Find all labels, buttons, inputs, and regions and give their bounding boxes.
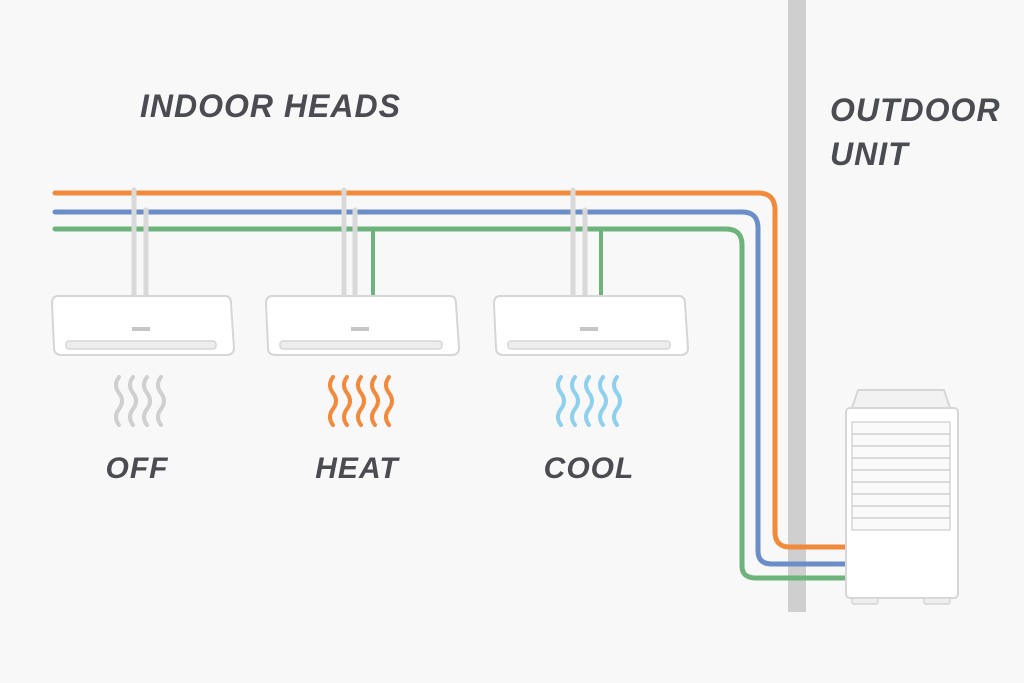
- mode-label-cool: COOL: [543, 452, 635, 485]
- blue-line: [52, 209, 851, 567]
- mode-label-heat: HEAT: [315, 452, 399, 485]
- indoor-head-2: [264, 295, 461, 356]
- outdoor-unit-title-line2: UNIT: [830, 136, 909, 172]
- outdoor-unit-grille: [852, 433, 950, 519]
- green-line: [52, 226, 851, 581]
- orange-line: [52, 190, 851, 550]
- mode-label-off: OFF: [105, 452, 169, 485]
- indoor-head-1: [50, 295, 236, 356]
- unit-pipes: [131, 187, 588, 301]
- indoor-heads-title: INDOOR HEADS: [140, 88, 401, 124]
- airflow-waves-off: [114, 375, 166, 427]
- airflow-waves-heat: [328, 375, 394, 427]
- outdoor-unit-title: OUTDOOR UNIT: [830, 88, 1001, 176]
- refrigerant-lines: [52, 190, 851, 581]
- outdoor-unit-title-line1: OUTDOOR: [830, 92, 1001, 128]
- indoor-head-3: [492, 295, 690, 356]
- airflow-waves-cool: [556, 375, 622, 427]
- wall: [788, 0, 806, 612]
- outdoor-unit: [845, 389, 959, 605]
- green-drops: [371, 229, 603, 298]
